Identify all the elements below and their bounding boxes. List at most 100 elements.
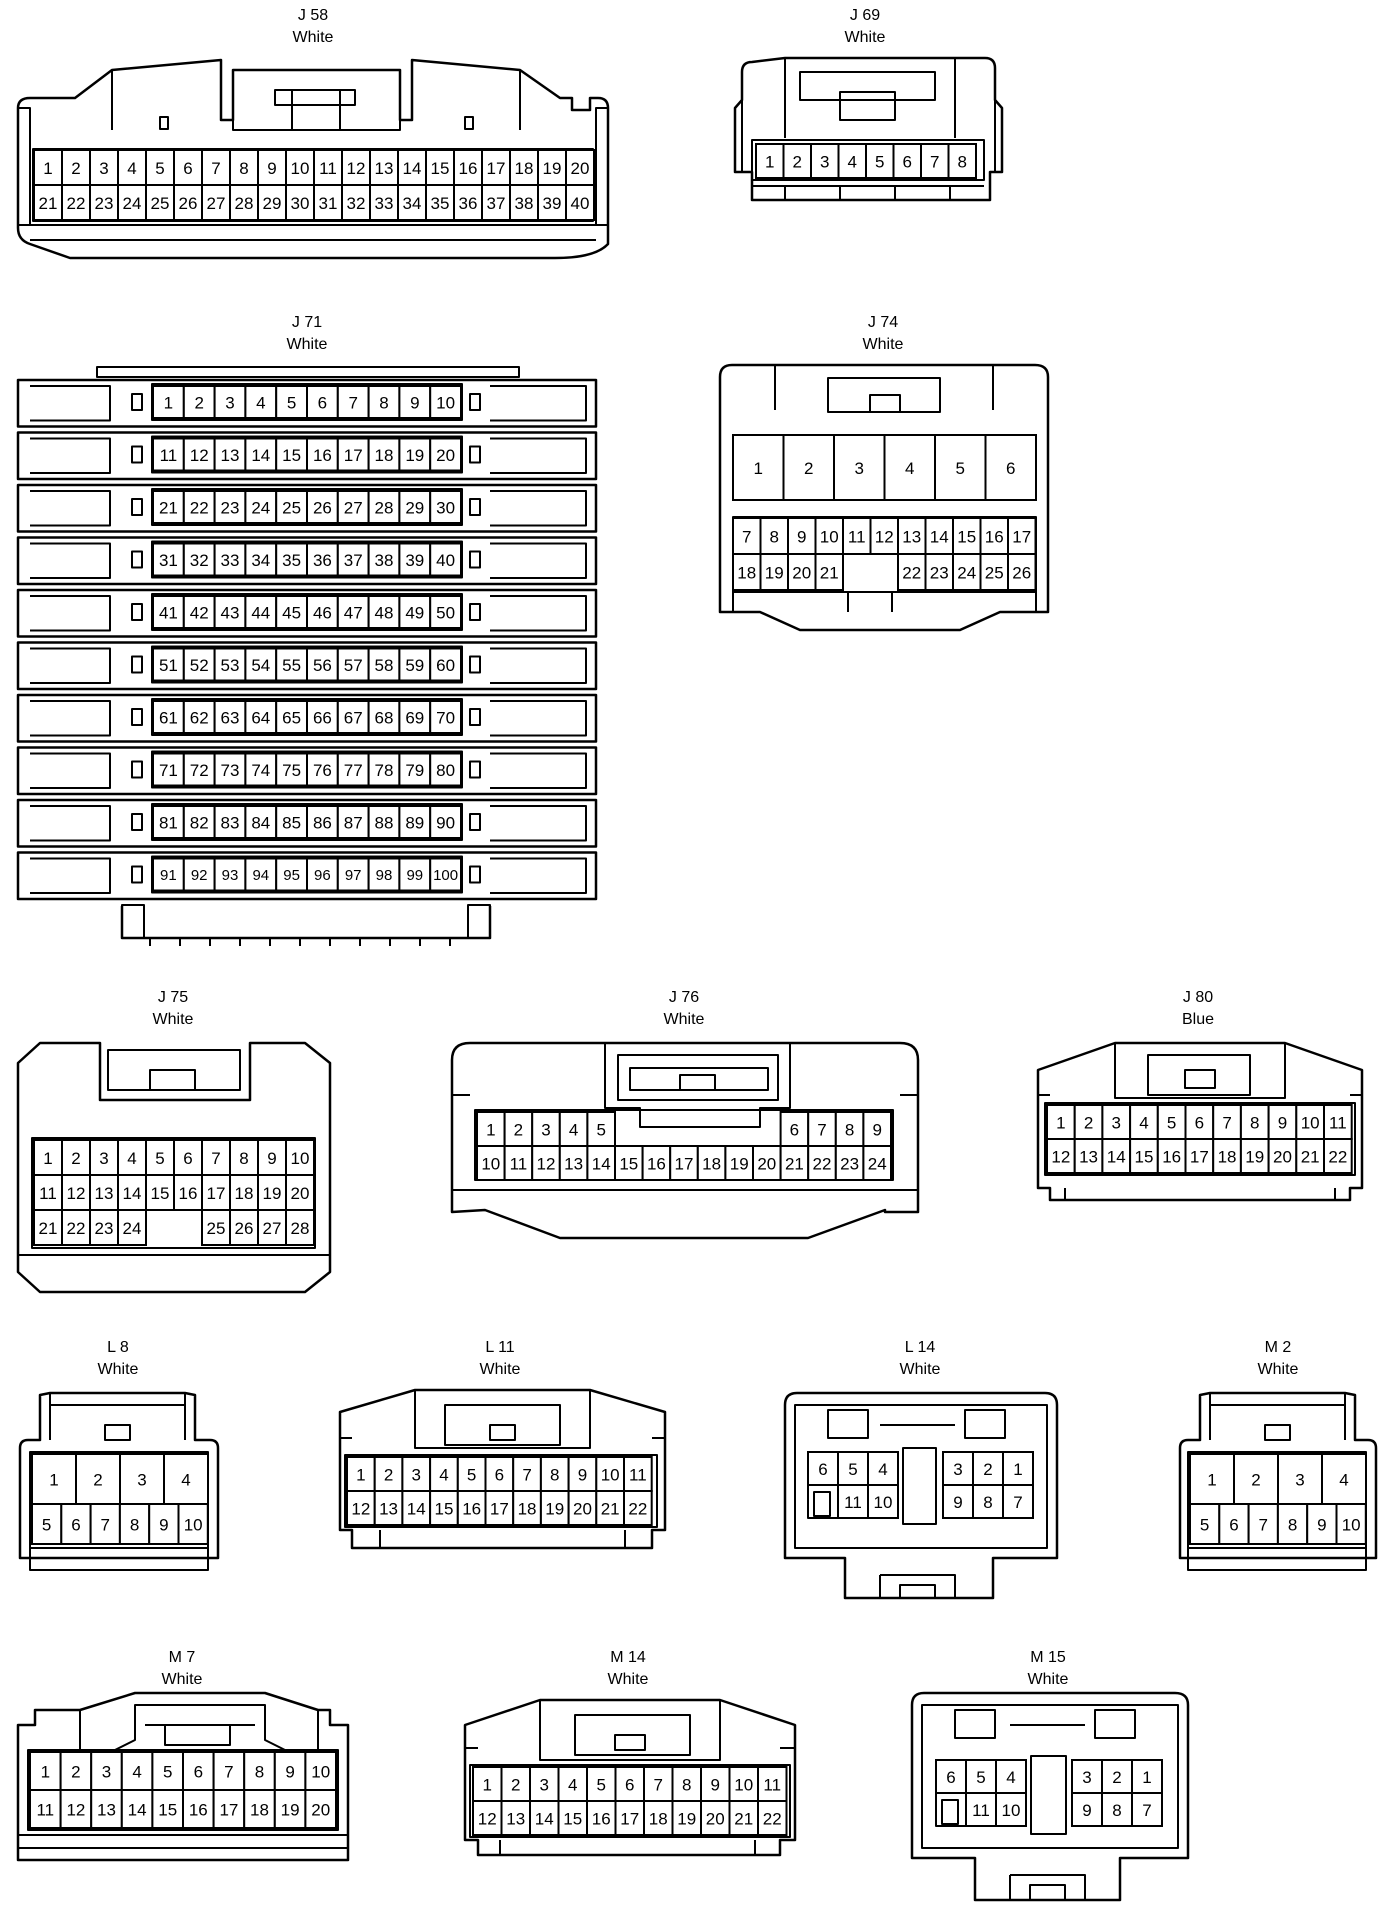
pin-box: [244, 437, 278, 472]
pin-box: [614, 1800, 645, 1836]
pin-number: 3: [137, 1471, 146, 1490]
pin-box: [1101, 1104, 1132, 1140]
pin-cell: 3: [942, 1451, 974, 1486]
pin-box: [336, 752, 370, 787]
housing-outline: [733, 56, 1004, 202]
pin-number: 10: [291, 1149, 310, 1168]
pin-box: [257, 1209, 287, 1246]
housing-part: [469, 445, 481, 464]
pin-box: [897, 517, 927, 555]
pin-box: [398, 857, 432, 892]
pin-cell: 8: [671, 1766, 702, 1802]
pin-number: 36: [313, 551, 332, 570]
pin-number: 10: [436, 394, 455, 413]
pin-cell: 30: [429, 490, 463, 524]
pin-number: 11: [39, 1184, 57, 1203]
pin-cell: 20: [1267, 1138, 1298, 1174]
housing-outline: [839, 91, 896, 121]
pin-number: 64: [251, 709, 270, 728]
pin-cell: 22: [807, 1145, 837, 1181]
pin-cell: 8: [972, 1484, 1004, 1519]
connector-color-label: White: [287, 336, 328, 353]
housing-part: [16, 536, 598, 586]
housing-part: [467, 904, 491, 939]
pin-box: [120, 1789, 154, 1829]
pin-cell: 17: [1184, 1138, 1215, 1174]
pin-cell: 4: [120, 1751, 154, 1791]
pin-box: [807, 1145, 837, 1181]
pin-cell: 33: [369, 184, 399, 221]
housing-part: [131, 760, 143, 779]
pin-cell: 28: [285, 1209, 315, 1246]
pin-cell: 5: [586, 1111, 617, 1147]
pin-number: 53: [221, 656, 240, 675]
housing-outline: [18, 1834, 348, 1849]
pin-box: [152, 857, 185, 892]
pin-cell: 11: [837, 1484, 869, 1519]
pin-cell: 77: [336, 752, 370, 787]
pin-cell: 81: [152, 805, 185, 839]
housing-outline: [1264, 1424, 1291, 1441]
pin-box: [398, 437, 432, 472]
pin-number: 10: [311, 1763, 330, 1782]
pin-box: [275, 752, 309, 787]
pin-box: [201, 184, 231, 221]
pin-number: 7: [101, 1516, 110, 1535]
pin-number: 18: [515, 159, 534, 178]
pin-cell: 15: [952, 517, 982, 555]
pin-cell: 3: [810, 143, 840, 179]
pin-number: 60: [436, 656, 455, 675]
pin-cell: 23: [89, 184, 119, 221]
pin-number: 9: [267, 159, 276, 178]
pin-cell: 6: [935, 1759, 967, 1794]
pin-box: [398, 805, 432, 839]
pin-box: [453, 149, 483, 186]
pin-cell: 10: [1295, 1104, 1326, 1140]
pin-box: [152, 490, 185, 524]
pin-box: [669, 1145, 699, 1181]
pin-cell: 36: [306, 542, 339, 577]
pin-number: 70: [436, 709, 455, 728]
pin-number: 72: [190, 761, 209, 780]
pin-cell: 13: [90, 1789, 123, 1829]
pin-number: 3: [99, 1149, 108, 1168]
pin-number: 24: [123, 1219, 142, 1238]
pin-number: 10: [1301, 1114, 1320, 1133]
pin-number: 16: [179, 1184, 198, 1203]
pin-number: 17: [344, 446, 363, 465]
pin-box: [834, 1145, 865, 1181]
pin-number: 7: [930, 153, 939, 172]
pin-cell: 53: [213, 647, 247, 682]
pin-box: [1212, 1104, 1242, 1140]
pin-cell: 11: [33, 1174, 63, 1211]
pin-box: [531, 1145, 561, 1181]
pin-number: 19: [281, 1801, 300, 1820]
pin-number: 7: [1222, 1114, 1231, 1133]
pin-cell: 23: [89, 1209, 119, 1246]
pin-cell: 16: [306, 437, 339, 472]
pin-cell: 16: [1156, 1138, 1187, 1174]
pin-box: [700, 1766, 731, 1802]
pin-cell: 2: [782, 434, 835, 501]
housing-outline: [879, 1574, 956, 1598]
pin-cell: 5: [837, 1451, 869, 1486]
pin-box: [1073, 1104, 1104, 1140]
pin-number: 40: [571, 194, 590, 213]
pin-number: 27: [207, 194, 226, 213]
pin-number: 5: [287, 394, 296, 413]
pin-number: 11: [1329, 1114, 1347, 1133]
housing-part: [1030, 1755, 1067, 1835]
pin-box: [1129, 1138, 1159, 1174]
pin-cell: 14: [1101, 1138, 1132, 1174]
pin-box: [257, 1174, 287, 1211]
pin-number: 6: [790, 1121, 799, 1140]
pin-number: 12: [67, 1184, 86, 1203]
pin-cell: 2: [500, 1766, 531, 1802]
pin-cell: 21: [595, 1490, 625, 1526]
pin-cell: 2: [503, 1111, 534, 1147]
housing-outline: [784, 58, 956, 138]
pin-cell: 4: [867, 1451, 899, 1486]
pin-cell: 75: [275, 752, 309, 787]
pin-box: [306, 700, 339, 734]
